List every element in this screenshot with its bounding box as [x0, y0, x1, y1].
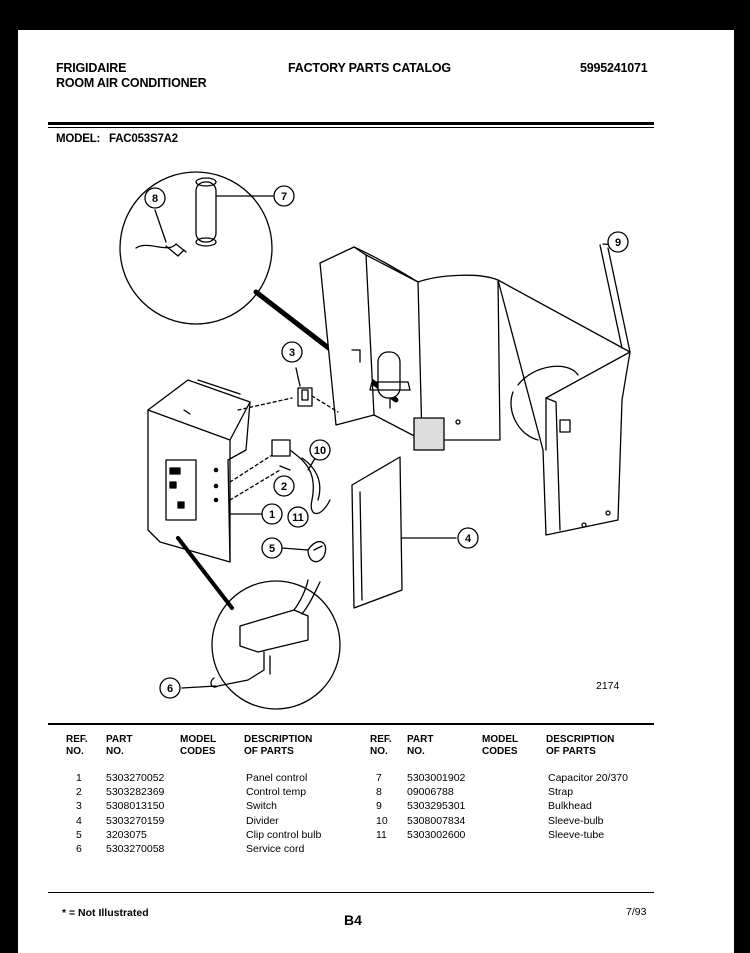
footnote: * = Not Illustrated	[62, 907, 149, 919]
divider-part	[351, 456, 403, 609]
table-cell-ref: 5	[76, 828, 82, 841]
table-cell-part: 3203075	[106, 828, 147, 841]
table-cell-ref: 9	[376, 800, 382, 813]
bulkhead-part	[319, 244, 631, 536]
table-cell-desc: Bulkhead	[548, 800, 592, 813]
callout-7: 7	[273, 185, 295, 207]
table-cell-part: 5303270058	[106, 843, 165, 855]
table-cell-ref: 2	[76, 786, 82, 799]
callout-layer: 8 7 9 3 10 2 1 11	[144, 185, 629, 699]
callout-10: 10	[309, 439, 331, 461]
table-cell-desc: Capacitor 20/370	[548, 772, 628, 784]
table-bottom-rule	[48, 892, 654, 893]
table-cell-ref: 3	[76, 800, 82, 813]
col-desc-header-right: DESCRIPTION OF PARTS	[546, 734, 615, 757]
brand-name: FRIGIDAIRE	[56, 61, 127, 75]
callout-2: 2	[273, 475, 295, 497]
callout-1-label: 1	[269, 509, 275, 521]
table-cell-part: 5303270052	[106, 772, 165, 784]
clip-part	[307, 540, 327, 563]
table-cell-ref: 6	[76, 843, 82, 855]
table-cell-part: 5308013150	[106, 800, 165, 813]
control-temp-part	[271, 439, 331, 515]
callout-7-label: 7	[281, 191, 287, 203]
revision-date: 7/93	[626, 906, 647, 918]
callout-6-label: 6	[167, 683, 173, 695]
callout-3: 3	[281, 341, 303, 363]
col-ref-header-right: REF. NO.	[370, 734, 392, 757]
table-cell-part: 5303270159	[106, 814, 165, 827]
callout-9: 9	[607, 231, 629, 253]
table-cell-part: 5303295301	[407, 800, 466, 813]
header-rule-thin	[48, 127, 654, 128]
table-cell-desc: Service cord	[246, 843, 305, 855]
control-panel-part	[147, 379, 293, 563]
bulkhead-insulation-pad	[413, 417, 445, 451]
callout-6: 6	[159, 677, 181, 699]
callout-2-label: 2	[281, 481, 287, 493]
col-part-header-right: PART NO.	[407, 734, 434, 757]
mounted-capacitor	[369, 351, 411, 409]
table-cell-ref: 1	[76, 772, 82, 784]
table-cell-part: 09006788	[407, 786, 454, 799]
parts-catalog-page: FRIGIDAIRE ROOM AIR CONDITIONER FACTORY …	[18, 30, 734, 953]
table-cell-ref: 8	[376, 786, 382, 799]
callout-1: 1	[261, 503, 283, 525]
table-cell-desc: Strap	[548, 786, 574, 799]
table-cell-part: 5303282369	[106, 786, 165, 799]
exploded-parts-diagram	[119, 171, 631, 710]
table-cell-part: 5308007834	[407, 814, 466, 827]
col-ref-header: REF. NO.	[66, 734, 88, 757]
callout-3-label: 3	[289, 347, 295, 359]
switch-part	[297, 387, 339, 413]
catalog-title: FACTORY PARTS CATALOG	[288, 61, 451, 75]
table-cell-ref: 10	[376, 814, 388, 827]
table-cell-part: 5303001902	[407, 772, 466, 784]
col-model-header: MODEL CODES	[180, 734, 217, 757]
table-cell-desc: Control temp	[246, 786, 307, 799]
table-cell-desc: Sleeve-bulb	[548, 814, 604, 827]
table-cell-desc: Divider	[246, 814, 279, 827]
callout-11: 11	[287, 506, 309, 528]
product-name: ROOM AIR CONDITIONER	[56, 76, 207, 90]
callout-4-label: 4	[465, 533, 472, 545]
table-top-rule	[48, 723, 654, 725]
page-number: B4	[344, 912, 362, 928]
callout-5: 5	[261, 537, 283, 559]
header-rule	[48, 122, 654, 125]
model-label: MODEL:	[56, 133, 101, 145]
callout-8-label: 8	[152, 193, 158, 205]
callout-8: 8	[144, 187, 166, 209]
callout-5-label: 5	[269, 543, 275, 555]
callout-4: 4	[457, 527, 479, 549]
col-model-header-right: MODEL CODES	[482, 734, 519, 757]
table-cell-ref: 7	[376, 772, 382, 784]
callout-9-label: 9	[615, 237, 621, 249]
table-cell-desc: Switch	[246, 800, 277, 813]
table-cell-ref: 4	[76, 814, 82, 827]
model-number: FAC053S7A2	[109, 133, 178, 145]
col-desc-header: DESCRIPTION OF PARTS	[244, 734, 313, 757]
table-cell-desc: Panel control	[246, 772, 308, 784]
table-cell-desc: Clip control bulb	[246, 828, 322, 841]
catalog-number: 5995241071	[580, 61, 648, 75]
table-cell-ref: 11	[376, 828, 387, 841]
callout-10-label: 10	[314, 445, 326, 457]
col-part-header: PART NO.	[106, 734, 133, 757]
figure-number: 2174	[596, 680, 620, 692]
table-cell-part: 5303002600	[407, 828, 466, 841]
callout-11-label: 11	[292, 512, 304, 524]
capacitor-detail-circle	[119, 171, 274, 325]
table-cell-desc: Sleeve-tube	[548, 828, 605, 841]
